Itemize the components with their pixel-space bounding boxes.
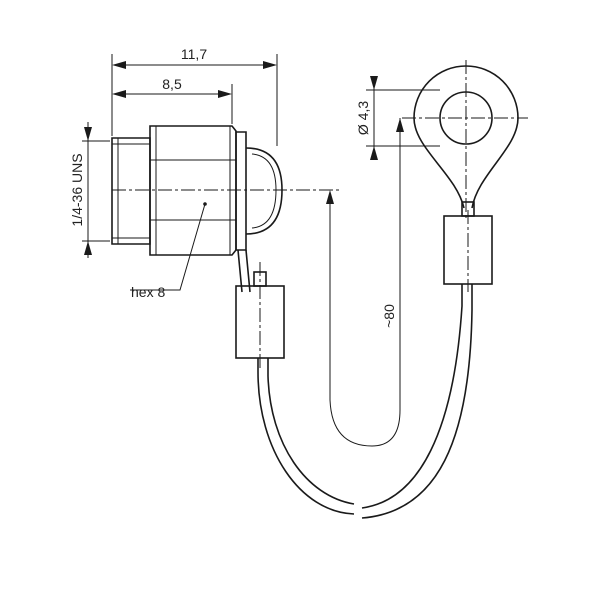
- hex-leader-line: [130, 203, 206, 291]
- body-length-label: 8,5: [162, 76, 182, 92]
- thread-label: 1/4-36 UNS: [69, 153, 85, 226]
- overall-length-dimension: [111, 54, 278, 146]
- ring-diameter-label: Ø 4,3: [355, 101, 371, 135]
- body-length-dimension: [112, 84, 233, 124]
- chain-length-label: ~80: [381, 304, 397, 328]
- chain-length-dimension: [326, 118, 404, 447]
- ring-terminal: [402, 60, 528, 220]
- strap: [237, 249, 251, 293]
- connector-body: [111, 125, 283, 256]
- ring-diameter-dimension: [366, 76, 440, 160]
- hex-label: hex 8: [131, 284, 165, 300]
- left-sleeve: [235, 262, 285, 370]
- overall-length-label: 11,7: [181, 46, 207, 62]
- right-sleeve: [443, 210, 493, 292]
- cable-loop: [257, 284, 473, 519]
- thread-dimension: [82, 122, 110, 258]
